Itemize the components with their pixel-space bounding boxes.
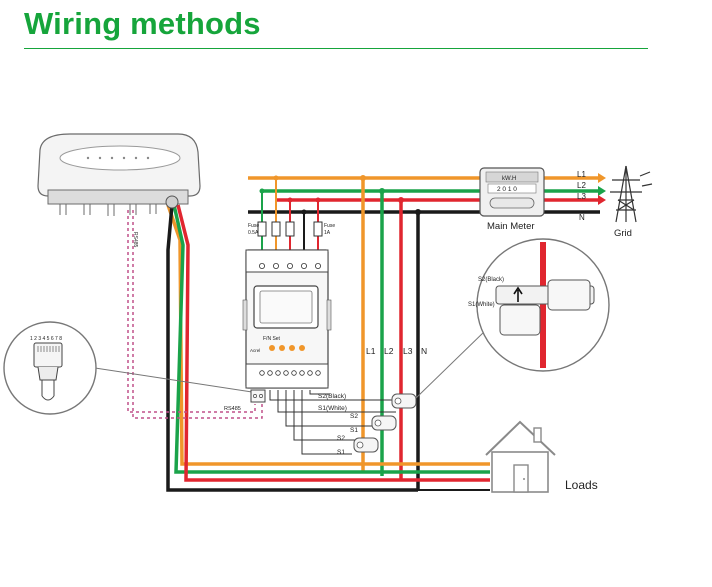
ct-1	[391, 393, 417, 409]
detail-s2-label: S2(Black)	[478, 277, 504, 283]
comm-lines	[127, 210, 263, 419]
inverter-cables	[166, 204, 490, 492]
connector-pin-numbers: 1 2 3 4 5 6 7 8	[30, 336, 62, 342]
ct-leads: S2(Black) S1(White) S2 S1 S2 S1	[269, 390, 400, 456]
junction-l2	[379, 188, 385, 194]
inverter: RS485	[37, 133, 201, 248]
main-meter-reading: 2 0 1 0	[497, 186, 517, 193]
main-meter-unit: kW.H	[502, 176, 516, 182]
main-meter: kW.H 2 0 1 0 Main Meter	[479, 167, 545, 232]
bus-lines	[248, 176, 600, 214]
cable-orange	[166, 204, 490, 466]
fuse-right-label: Fuse	[324, 223, 335, 229]
fuse-left-label: Fuse	[248, 223, 259, 229]
title-divider	[24, 48, 648, 49]
trunk-l2-label: L2	[384, 346, 394, 356]
ct3-s2-label: S2	[337, 435, 345, 442]
inverter-port-label: RS485	[132, 232, 138, 248]
rs485-dashed-a	[127, 210, 256, 413]
detail-s1-label: S1(White)	[468, 302, 495, 308]
ct2-s2-label: S2	[350, 413, 358, 420]
grid-l3-label: L3	[577, 192, 586, 201]
rj45-detail-callout: 1 2 3 4 5 6 7 8	[3, 321, 253, 415]
house-icon	[485, 420, 556, 493]
grid-n-label: N	[579, 213, 585, 222]
grid-lines-labels: L1 L2 L3 N	[577, 170, 606, 222]
page-title: Wiring methods	[24, 6, 261, 41]
grid-label: Grid	[614, 228, 632, 239]
fuse-right-rating: 1A	[324, 230, 331, 236]
ct1-s1-label: S1(White)	[318, 405, 347, 412]
grid-l1-label: L1	[577, 170, 586, 179]
rs485-terminal: RS485	[224, 389, 266, 412]
trunk-n-label: N	[421, 346, 427, 356]
ct-3	[353, 437, 379, 453]
cable-red	[176, 204, 490, 482]
ct-2	[371, 415, 397, 431]
ct2-s1-label: S1	[350, 427, 358, 434]
junction-l3	[398, 197, 404, 203]
meter-buttons-label: F/N Set	[263, 336, 281, 342]
fuse-3	[285, 221, 295, 237]
ct1-s2-label: S2(Black)	[318, 393, 346, 400]
fuse-1	[257, 221, 267, 237]
energy-meter: F/N Set Acrel	[242, 249, 332, 389]
loads-label: Loads	[565, 478, 598, 492]
cable-green	[172, 204, 490, 474]
junction-l1	[360, 175, 366, 181]
meter-brand: Acrel	[250, 348, 260, 353]
trunk-l3-label: L3	[403, 346, 413, 356]
cable-black	[166, 204, 418, 492]
ct3-s1-label: S1	[337, 449, 345, 456]
trunk-l1-label: L1	[366, 346, 376, 356]
main-meter-label: Main Meter	[487, 221, 535, 232]
junction-n	[415, 209, 421, 215]
ct-detail-callout: S2(Black) S1(White)	[415, 238, 610, 399]
rs485-label: RS485	[224, 406, 241, 412]
fuse-4	[313, 221, 323, 237]
rs485-dashed-b	[132, 210, 263, 419]
grid-tower-icon	[610, 165, 653, 223]
fuse-2	[271, 221, 281, 237]
fuse-left-rating: 0.5A	[248, 230, 259, 236]
fuse-group: Fuse 0.5A Fuse 1A	[248, 175, 335, 255]
current-transformers	[353, 393, 417, 453]
grid-l2-label: L2	[577, 181, 586, 190]
